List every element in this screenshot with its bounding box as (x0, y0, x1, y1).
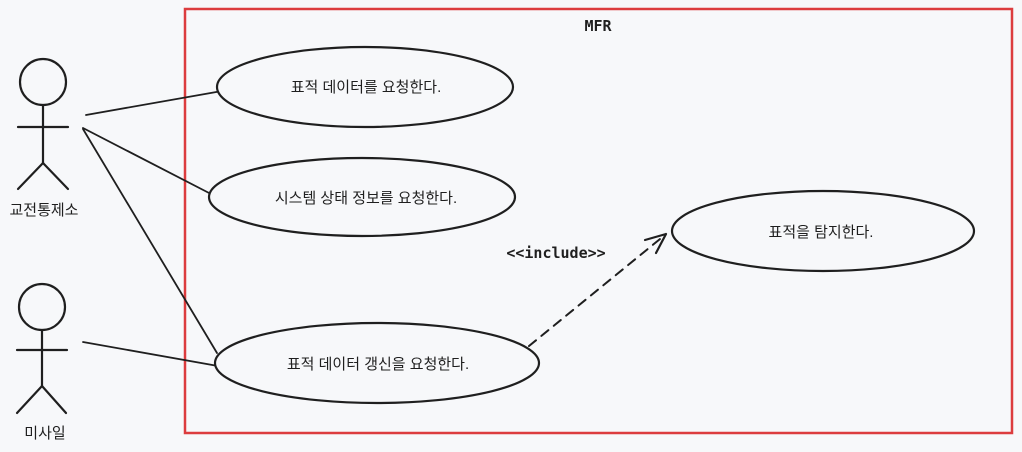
association-ecs-request-target-data (85, 90, 223, 116)
system-boundary-group: MFR (183, 7, 1014, 435)
actor-leg-left (15, 384, 44, 415)
usecase-request-target-data-update-ellipse (213, 321, 541, 405)
usecase-request-system-status-info-ellipse (207, 156, 517, 238)
actor-leg-left (16, 161, 45, 191)
actor-engagement-control-station: 교전통제소 (9, 57, 79, 219)
associations (82, 90, 223, 367)
usecase-detect-target-label: 표적을 탐지한다. (769, 224, 874, 241)
actor-missile-label: 미사일 (24, 425, 65, 442)
association-ecs-request-target-data-update (82, 128, 218, 354)
usecase-request-system-status-info-label: 시스템 상태 정보를 요청한다. (275, 190, 457, 207)
usecase-request-target-data-label: 표적 데이터를 요청한다. (291, 79, 442, 96)
usecase-detect-target: 표적을 탐지한다. (670, 189, 976, 273)
include-dependency: <<include>> (506, 232, 668, 347)
association-missile-request-target-data-update (82, 341, 219, 367)
actor-head (17, 282, 67, 332)
actor-missile: 미사일 (15, 282, 69, 442)
actor-leg-right (40, 384, 68, 415)
actor-leg-right (41, 161, 70, 191)
usecase-request-system-status-info: 시스템 상태 정보를 요청한다. (207, 156, 517, 238)
usecase-detect-target-ellipse (670, 189, 976, 273)
usecase-request-target-data-update: 표적 데이터 갱신을 요청한다. (213, 321, 541, 405)
usecase-request-target-data-update-label: 표적 데이터 갱신을 요청한다. (287, 356, 469, 373)
include-dependency-dashed-line (528, 238, 661, 347)
usecase-request-target-data-ellipse (215, 45, 515, 129)
association-ecs-request-system-status (82, 127, 212, 195)
actor-engagement-control-station-label: 교전통제소 (9, 202, 78, 219)
usecase-request-target-data: 표적 데이터를 요청한다. (215, 45, 515, 129)
system-boundary-rect (183, 7, 1014, 435)
include-label: <<include>> (506, 244, 605, 262)
system-boundary-label: MFR (584, 17, 612, 35)
actor-head (18, 57, 68, 107)
include-arrowhead-icon (643, 232, 668, 255)
